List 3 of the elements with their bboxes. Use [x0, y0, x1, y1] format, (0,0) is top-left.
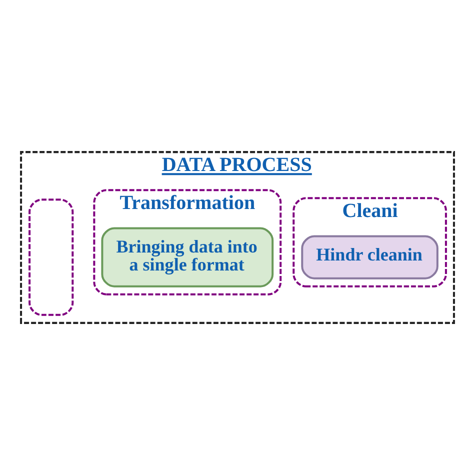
node-box: Hindr cleanin [300, 234, 438, 279]
node-box [28, 198, 74, 316]
node-box: Bringing data into a single format [100, 226, 274, 287]
